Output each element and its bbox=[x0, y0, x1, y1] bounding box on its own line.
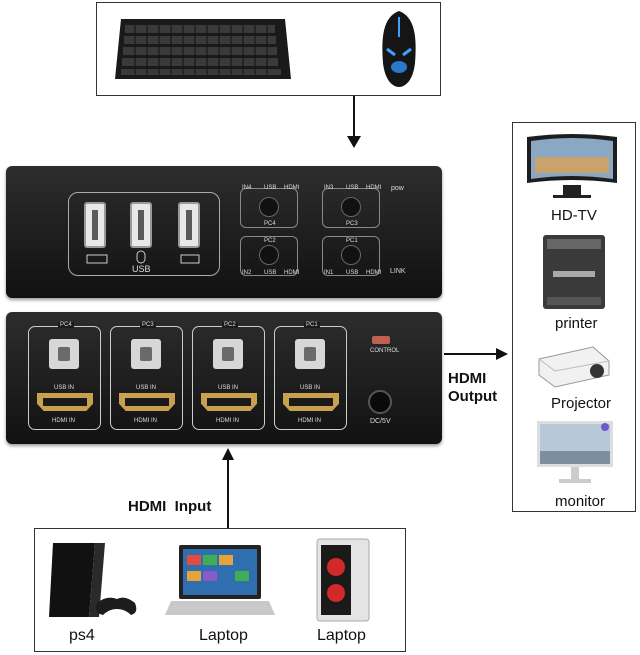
pc2-select-group bbox=[240, 236, 298, 276]
input-label-ps4: ps4 bbox=[69, 627, 95, 644]
pc3-port-frame bbox=[110, 326, 183, 430]
arrow-down-to-kvm bbox=[347, 96, 361, 148]
input-devices-box: ps4 Laptop Laptop bbox=[34, 528, 406, 652]
in1-hdmi-label: HDMI bbox=[366, 270, 382, 276]
pc4-usb-b-port bbox=[49, 339, 79, 369]
output-label-projector: Projector bbox=[551, 395, 612, 412]
pc3-select-button[interactable] bbox=[341, 197, 361, 217]
pc4-select-group bbox=[240, 188, 298, 228]
output-devices-box: HD-TV printer Projector monitor bbox=[512, 122, 636, 512]
pc1-port-frame bbox=[274, 326, 347, 430]
pc2-usb-in-label: USB IN bbox=[218, 385, 239, 391]
pc4-label: PC4 bbox=[264, 221, 276, 227]
pc1-usb-in-label: USB IN bbox=[300, 385, 321, 391]
usb-ports-frame bbox=[68, 192, 220, 276]
desktop-pc-icon bbox=[316, 538, 370, 622]
output-label-monitor: monitor bbox=[555, 493, 606, 510]
usb-port-2 bbox=[130, 202, 152, 248]
pc4-usb-in-label: USB IN bbox=[54, 385, 75, 391]
pc2-usb-b-port bbox=[213, 339, 243, 369]
pc3-usb-b-port bbox=[131, 339, 161, 369]
pc2-label: PC2 bbox=[264, 238, 276, 244]
hdmi-input-label: HDMI Input bbox=[128, 498, 212, 515]
hdmi-output-label-1: HDMI bbox=[448, 370, 487, 387]
projector-icon bbox=[538, 346, 610, 388]
keyboard-icon bbox=[115, 19, 291, 79]
mouse-small-icon bbox=[136, 250, 146, 264]
usb-port-3 bbox=[178, 202, 200, 248]
pc2-hdmi-port bbox=[201, 393, 257, 411]
tv-icon bbox=[527, 134, 617, 198]
pc1-hdmi-in-label: HDMI IN bbox=[298, 418, 321, 424]
in3-usb-label: USB bbox=[346, 185, 359, 191]
printer-small-icon bbox=[180, 254, 200, 264]
pc4-select-button[interactable] bbox=[259, 197, 279, 217]
pc3-usb-in-label: USB IN bbox=[136, 385, 157, 391]
in2-hdmi-label: HDMI bbox=[284, 270, 300, 276]
mouse-icon bbox=[382, 11, 416, 87]
pc2-back-label: PC2 bbox=[222, 322, 238, 328]
pc4-port-frame bbox=[28, 326, 101, 430]
pc1-hdmi-port bbox=[283, 393, 339, 411]
input-label-laptop-1: Laptop bbox=[199, 627, 248, 644]
in4-usb-label: USB bbox=[264, 185, 277, 191]
pc1-select-button[interactable] bbox=[341, 245, 361, 265]
monitor-icon bbox=[537, 421, 613, 483]
output-label-hd-tv: HD-TV bbox=[551, 207, 597, 224]
peripherals-box bbox=[96, 2, 441, 96]
pc2-port-frame bbox=[192, 326, 265, 430]
pow-label: pow bbox=[391, 185, 404, 192]
pc4-back-label: PC4 bbox=[58, 322, 74, 328]
arrow-up-to-kvm bbox=[222, 448, 234, 530]
pc2-select-button[interactable] bbox=[259, 245, 279, 265]
control-label: CONTROL bbox=[370, 348, 400, 354]
link-label: LINK bbox=[390, 268, 406, 275]
usb-port-1 bbox=[84, 202, 106, 248]
pc3-hdmi-port bbox=[119, 393, 175, 411]
laptop-icon bbox=[165, 545, 275, 615]
pc4-hdmi-port bbox=[37, 393, 93, 411]
control-port bbox=[372, 336, 390, 344]
pc1-back-label: PC1 bbox=[304, 322, 320, 328]
pc3-back-label: PC3 bbox=[140, 322, 156, 328]
usb-label: USB bbox=[132, 264, 151, 274]
printer-icon bbox=[543, 235, 605, 309]
hdmi-output-label-2: Output bbox=[448, 388, 498, 405]
dc-power-jack bbox=[368, 390, 392, 414]
console-icon bbox=[49, 543, 137, 617]
in4-hdmi-label: HDMI bbox=[284, 185, 300, 191]
in4-label: IN4 bbox=[242, 185, 252, 191]
in3-hdmi-label: HDMI bbox=[366, 185, 382, 191]
pc4-hdmi-in-label: HDMI IN bbox=[52, 418, 75, 424]
arrow-right-to-outputs bbox=[444, 348, 508, 360]
output-label-printer: printer bbox=[555, 315, 598, 332]
in1-label: IN1 bbox=[324, 270, 334, 276]
in1-usb-label: USB bbox=[346, 270, 359, 276]
pc3-select-group bbox=[322, 188, 380, 228]
kvm-back-panel: PC4 USB IN HDMI IN PC3 USB IN HDMI IN PC… bbox=[6, 312, 442, 444]
pc1-label: PC1 bbox=[346, 238, 358, 244]
input-label-laptop-2: Laptop bbox=[317, 627, 366, 644]
kvm-front-panel: USB IN4 USB HDMI PC4 IN3 USB HDMI PC3 PC… bbox=[6, 166, 442, 298]
dc5v-label: DC/5V bbox=[370, 418, 391, 425]
pc1-select-group bbox=[322, 236, 380, 276]
pc2-hdmi-in-label: HDMI IN bbox=[216, 418, 239, 424]
in2-usb-label: USB bbox=[264, 270, 277, 276]
pc3-hdmi-in-label: HDMI IN bbox=[134, 418, 157, 424]
keyboard-small-icon bbox=[86, 254, 108, 264]
pc1-usb-b-port bbox=[295, 339, 325, 369]
pc3-label: PC3 bbox=[346, 221, 358, 227]
in2-label: IN2 bbox=[242, 270, 252, 276]
in3-label: IN3 bbox=[324, 185, 334, 191]
